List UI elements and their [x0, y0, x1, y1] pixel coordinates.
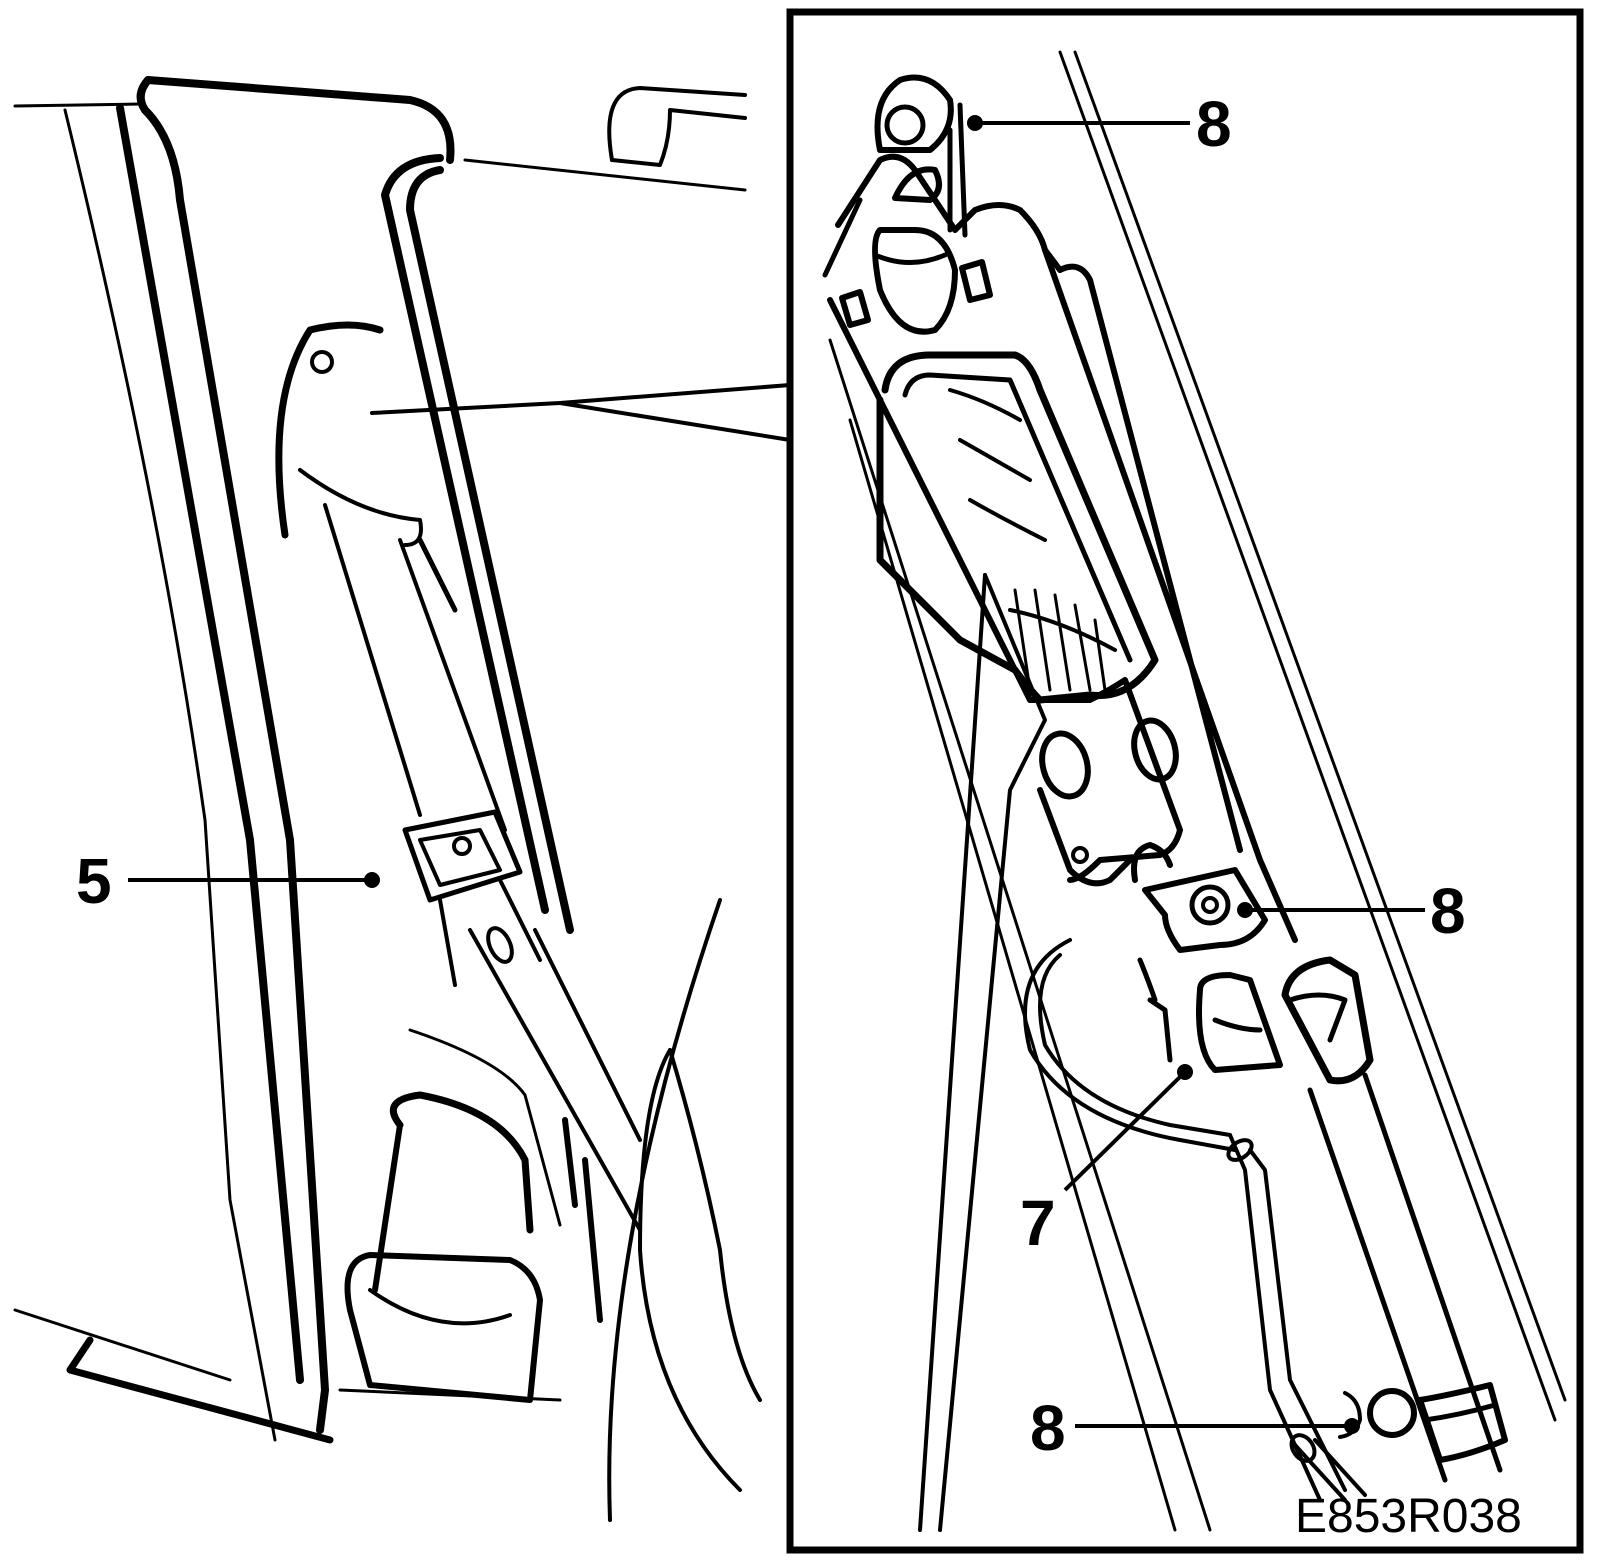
callout-label-8-bottom: 8 — [1030, 1392, 1066, 1464]
overview-pillar-drawing — [13, 76, 792, 1522]
callout-8-middle: 8 — [1237, 875, 1466, 947]
callout-label-8-top: 8 — [1196, 88, 1232, 160]
callout-label-8-middle: 8 — [1430, 875, 1466, 947]
inset-detail-drawing — [822, 50, 1567, 1532]
callout-8-top: 8 — [967, 88, 1232, 160]
callout-label-7: 7 — [1020, 1187, 1056, 1259]
callout-7: 7 — [1020, 1064, 1193, 1259]
callout-5: 5 — [76, 845, 380, 917]
callout-label-5: 5 — [76, 845, 112, 917]
callout-8-bottom: 8 — [1030, 1392, 1360, 1464]
detail-inset-frame — [786, 8, 1584, 1554]
drawing-code: E853R038 — [1295, 1490, 1522, 1543]
